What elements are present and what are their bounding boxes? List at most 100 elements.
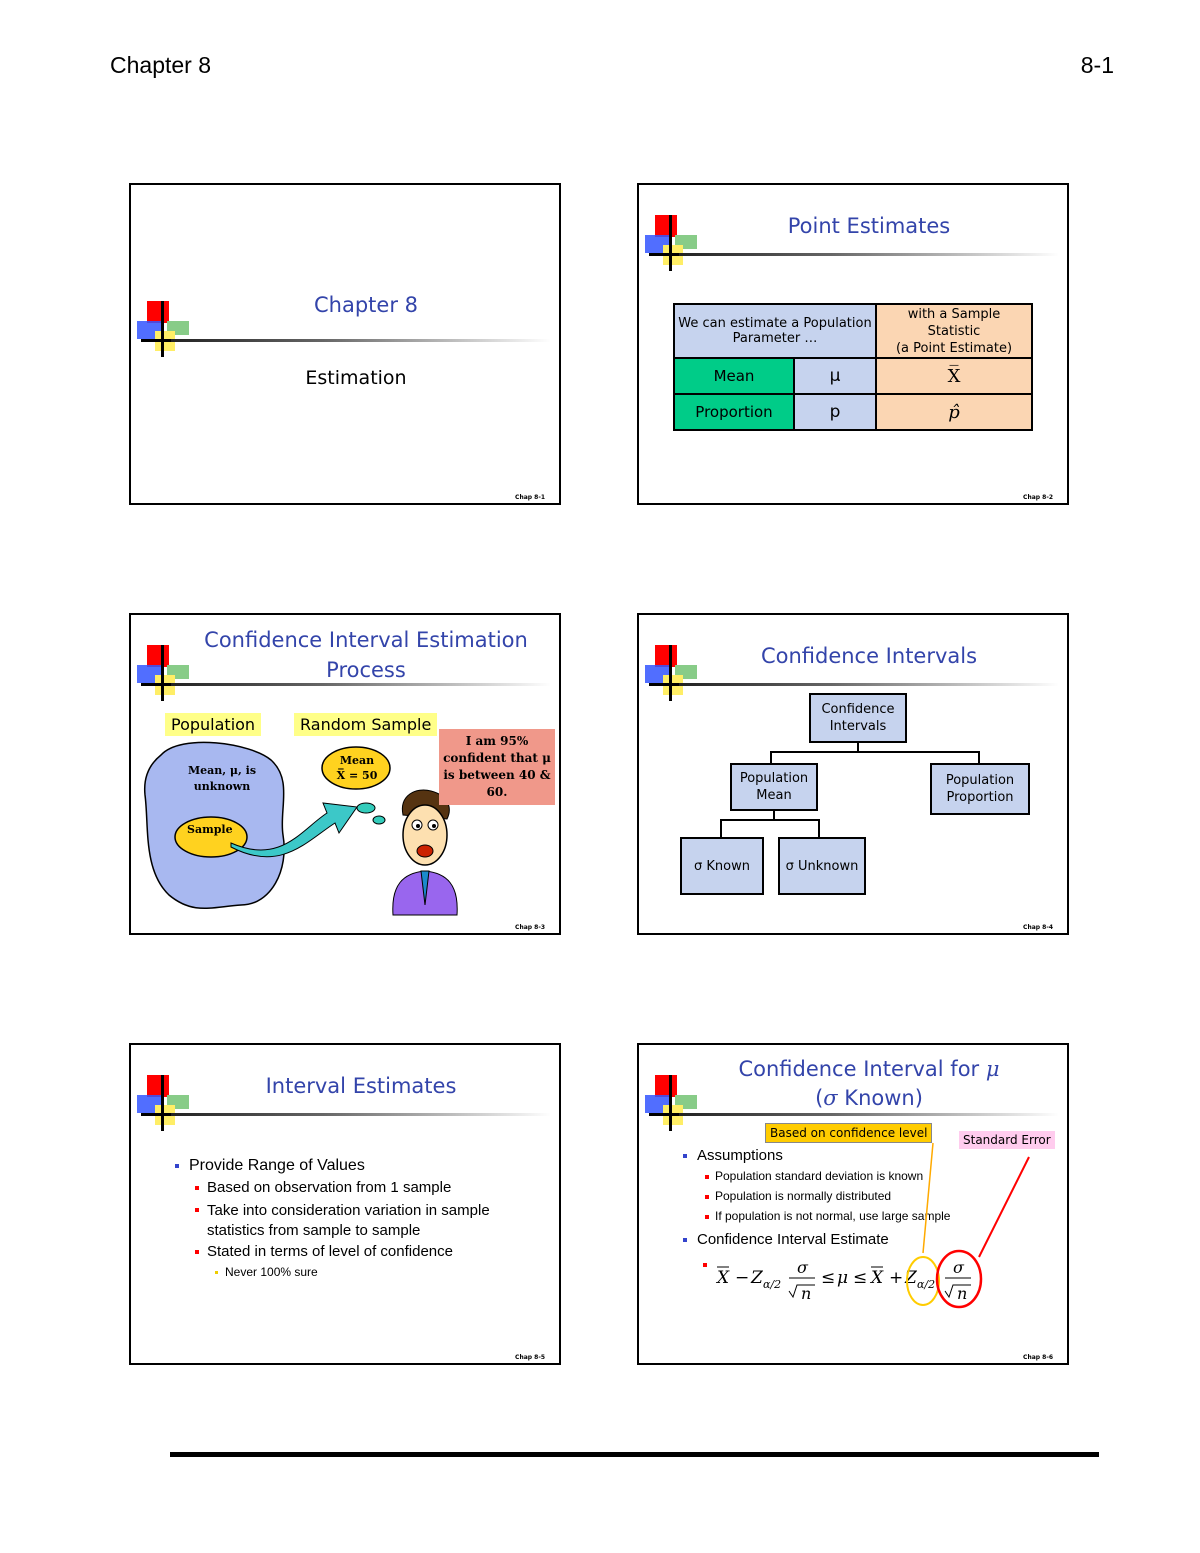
- slide-footer: Chap 8-6: [1023, 1354, 1053, 1361]
- bullet-icon: [683, 1238, 687, 1242]
- list-item: Population is normally distributed: [683, 1189, 1063, 1209]
- svg-text:+: +: [889, 1268, 903, 1288]
- tree-connector: [857, 743, 859, 751]
- svg-text:X: X: [869, 1268, 884, 1288]
- slide-footer: Chap 8-4: [1023, 924, 1053, 931]
- list-item: Confidence Interval Estimate: [683, 1231, 1063, 1253]
- bullet-icon: [175, 1164, 179, 1168]
- title-rule: [679, 1113, 1059, 1116]
- tree-connector: [720, 819, 820, 821]
- list-item: Never 100% sure: [175, 1265, 555, 1283]
- point-estimates-table: We can estimate a Population Parameter ……: [673, 303, 1033, 431]
- slide-logo-icon: [645, 215, 697, 271]
- sample-mean-text: Mean X̅ = 50: [336, 754, 378, 782]
- slide-title: Confidence Intervals: [760, 644, 978, 668]
- list-item: If population is not normal, use large s…: [683, 1209, 1063, 1231]
- svg-text:Z: Z: [750, 1268, 764, 1288]
- slide-title: Confidence Interval for μ (σ Known): [738, 1057, 1000, 1110]
- list-item: Stated in terms of level of confidence: [175, 1243, 555, 1265]
- list-item: Based on observation from 1 sample: [175, 1179, 555, 1201]
- bullet-icon: [195, 1186, 199, 1190]
- svg-text:α/2: α/2: [763, 1278, 781, 1291]
- slide-title: Chapter 8: [314, 293, 418, 317]
- svg-text:≤: ≤: [853, 1268, 867, 1288]
- bullet-icon: [195, 1250, 199, 1254]
- bullet-icon: [683, 1154, 687, 1158]
- bullet-icon: [195, 1208, 199, 1212]
- population-blob-illustration: [143, 741, 471, 916]
- title-rule: [171, 1113, 551, 1116]
- table-cell: p: [793, 393, 877, 431]
- list-item: Population standard deviation is known: [683, 1169, 1063, 1189]
- title-rule: [171, 339, 551, 342]
- slide-2: Point Estimates We can estimate a Popula…: [637, 183, 1069, 505]
- table-cell: p̂: [875, 393, 1033, 431]
- table-cell: Mean: [673, 357, 795, 395]
- page-header-right: 8-1: [1080, 52, 1114, 78]
- slide-logo-icon: [137, 301, 189, 357]
- slide-footer: Chap 8-5: [515, 1354, 545, 1361]
- bullet-list: Assumptions Population standard deviatio…: [683, 1147, 1063, 1253]
- table-row: Mean μ X̅: [673, 357, 1033, 395]
- svg-text:n: n: [801, 1284, 811, 1303]
- slide-title: Point Estimates: [787, 214, 951, 238]
- slide-title: Confidence Interval Estimation Process: [204, 628, 528, 682]
- slide-title: Interval Estimates: [265, 1074, 457, 1098]
- title-rule: [679, 683, 1059, 686]
- slide-logo-icon: [645, 645, 697, 701]
- annotation-lines: [922, 1142, 1030, 1258]
- slide-footer: Chap 8-3: [515, 924, 545, 931]
- tree-connector: [978, 751, 980, 763]
- confidence-level-label: Based on confidence level: [765, 1123, 933, 1143]
- slide-6: Confidence Interval for μ (σ Known) Base…: [637, 1043, 1069, 1365]
- slide-3: Confidence Interval Estimation Process P…: [129, 613, 561, 935]
- page-header-left: Chapter 8: [110, 52, 212, 78]
- list-item: Take into consideration variation in sam…: [175, 1201, 555, 1243]
- svg-text:μ: μ: [837, 1268, 848, 1288]
- table-row: Proportion p p̂: [673, 393, 1033, 431]
- list-item: Provide Range of Values: [175, 1157, 555, 1179]
- svg-text:σ: σ: [797, 1258, 809, 1277]
- tree-connector: [770, 751, 980, 753]
- sample-oval-label: Sample: [187, 823, 233, 836]
- slide-logo-icon: [137, 645, 189, 701]
- bullet-icon: [705, 1175, 709, 1179]
- population-label: Population: [165, 713, 262, 736]
- tree-connector: [818, 819, 820, 837]
- tree-connector: [773, 811, 775, 819]
- svg-text:α/2: α/2: [917, 1278, 935, 1291]
- tree-node-sigma-unknown: σ Unknown: [778, 837, 866, 895]
- title-rule: [679, 253, 1059, 256]
- svg-text:−: −: [735, 1268, 749, 1288]
- slide-logo-icon: [137, 1075, 189, 1131]
- tree-connector: [770, 751, 772, 763]
- tree-node-sigma-known: σ Known: [680, 837, 764, 895]
- bullet-icon: [215, 1271, 218, 1274]
- population-mean-text: Mean, μ, is unknown: [187, 764, 257, 793]
- random-sample-label: Random Sample: [294, 713, 438, 736]
- title-rule: [171, 683, 551, 686]
- table-cell: μ: [793, 357, 877, 395]
- page-bottom-rule: [170, 1452, 1099, 1457]
- table-cell: X̅: [875, 357, 1033, 395]
- slide-footer: Chap 8-1: [515, 494, 545, 501]
- table-cell: Proportion: [673, 393, 795, 431]
- confidence-interval-formula: X − Z α/2 σ n ≤ μ ≤ X + Z α/2 σ n: [703, 1249, 983, 1309]
- slide-1: Chapter 8 Estimation Chap 8-1: [129, 183, 561, 505]
- slide-footer: Chap 8-2: [1023, 494, 1053, 501]
- bullet-list: Provide Range of Values Based on observa…: [175, 1157, 555, 1283]
- list-item: Assumptions: [683, 1147, 1063, 1169]
- bullet-icon: [705, 1215, 709, 1219]
- bullet-icon: [705, 1195, 709, 1199]
- svg-text:≤: ≤: [821, 1268, 835, 1288]
- tree-connector: [720, 819, 722, 837]
- confidence-quote: I am 95% confident that μ is between 40 …: [439, 729, 555, 805]
- slide-5: Interval Estimates Provide Range of Valu…: [129, 1043, 561, 1365]
- table-header-right: with a Sample Statistic (a Point Estimat…: [875, 303, 1033, 359]
- slide-subtitle: Estimation: [305, 367, 407, 389]
- slide-logo-icon: [645, 1075, 697, 1131]
- svg-text:X: X: [715, 1268, 730, 1288]
